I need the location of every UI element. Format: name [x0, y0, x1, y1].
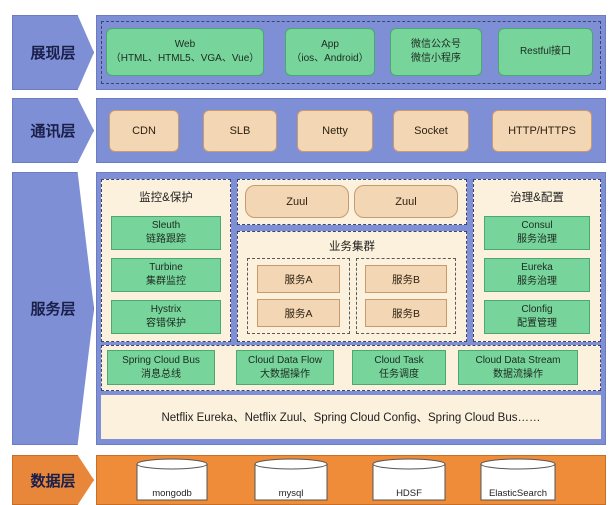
db-label-hdsf: HDSF	[396, 488, 422, 499]
db-label-mysql: mysql	[279, 488, 304, 499]
monitor-section: 监控&保护 Sleuth 链路跟踪 Turbine 集群监控 Hystrix 容…	[101, 179, 231, 342]
http-box: HTTP/HTTPS	[492, 110, 592, 152]
hystrix-title: Hystrix	[150, 304, 182, 315]
consul-box: Consul 服务治理	[484, 216, 590, 250]
layer-label-text: 通讯层	[30, 123, 76, 140]
data-panel: mongodb mysql HDSF ElasticSearch	[96, 455, 606, 505]
cloud-data-stream-title: Cloud Data Stream	[475, 354, 561, 366]
cloud-bus-title: Spring Cloud Bus	[122, 354, 200, 366]
service-label: 服务A	[284, 273, 313, 286]
hystrix-box: Hystrix 容错保护	[111, 300, 221, 334]
netty-label: Netty	[322, 125, 348, 137]
cdn-box: CDN	[109, 110, 179, 152]
wechat-subtitle: 微信小程序	[411, 53, 461, 64]
cloud-task-title: Cloud Task	[374, 354, 424, 366]
layer-label-text: 服务层	[30, 301, 76, 318]
zuul-box-2: Zuul	[354, 185, 458, 218]
cloud-data-flow-subtitle: 大数据操作	[260, 368, 310, 380]
wechat-box: 微信公众号 微信小程序	[390, 28, 482, 76]
data-stores-svg: mongodb mysql HDSF ElasticSearch	[136, 458, 556, 501]
cloud-data-flow-box: Cloud Data Flow 大数据操作	[236, 350, 334, 385]
eureka-title: Eureka	[521, 262, 553, 273]
app-subtitle: （ios、Android）	[291, 53, 369, 64]
service-a-group: 服务A 服务A	[247, 258, 350, 334]
config-title: Clonfig	[521, 304, 553, 315]
service-panel: 监控&保护 Sleuth 链路跟踪 Turbine 集群监控 Hystrix 容…	[96, 172, 606, 445]
web-box: Web （HTML、HTML5、VGA、Vue）	[106, 28, 264, 76]
consul-title: Consul	[521, 220, 553, 231]
cloud-bus-subtitle: 消息总线	[141, 368, 181, 380]
db-cylinder-mysql: mysql	[254, 458, 328, 501]
layer-label-data: 数据层	[12, 455, 94, 505]
zuul-label: Zuul	[286, 195, 308, 208]
slb-box: SLB	[203, 110, 277, 152]
service-label: 服务B	[391, 273, 420, 286]
turbine-subtitle: 集群监控	[146, 276, 186, 287]
cluster-section: 业务集群 服务A 服务A 服务B 服务B	[237, 231, 467, 342]
turbine-box: Turbine 集群监控	[111, 258, 221, 292]
restful-title: Restful接口	[519, 46, 572, 57]
layer-label-service: 服务层	[12, 172, 94, 445]
presentation-panel: Web （HTML、HTML5、VGA、Vue） App （ios、Androi…	[96, 15, 606, 90]
gateway-section: Zuul Zuul	[237, 179, 467, 225]
layer-label-presentation: 展现层	[12, 15, 94, 90]
app-box: App （ios、Android）	[285, 28, 375, 76]
sleuth-subtitle: 链路跟踪	[146, 234, 186, 245]
socket-label: Socket	[414, 125, 448, 137]
service-b-box-1: 服务B	[365, 265, 447, 293]
monitor-title: 监控&保护	[139, 192, 193, 204]
zuul-label: Zuul	[395, 195, 417, 208]
db-label-mongodb: mongodb	[152, 488, 192, 499]
cloud-bus-box: Spring Cloud Bus 消息总线	[107, 350, 215, 385]
cloud-task-box: Cloud Task 任务调度	[352, 350, 446, 385]
app-title: App	[321, 39, 339, 50]
service-footer-text: Netflix Eureka、Netflix Zuul、Spring Cloud…	[161, 412, 541, 424]
cloud-data-stream-box: Cloud Data Stream 数据流操作	[458, 350, 578, 385]
db-cylinder-elasticsearch: ElasticSearch	[480, 458, 556, 501]
zuul-box-1: Zuul	[245, 185, 349, 218]
presentation-dashed-area: Web （HTML、HTML5、VGA、Vue） App （ios、Androi…	[101, 21, 601, 84]
consul-subtitle: 服务治理	[517, 234, 557, 245]
cloud-section: Spring Cloud Bus 消息总线 Cloud Data Flow 大数…	[101, 345, 601, 391]
service-b-box-2: 服务B	[365, 299, 447, 327]
eureka-box: Eureka 服务治理	[484, 258, 590, 292]
db-label-elasticsearch: ElasticSearch	[489, 488, 547, 499]
hystrix-subtitle: 容错保护	[146, 318, 186, 329]
service-a-box-1: 服务A	[257, 265, 340, 293]
cloud-data-flow-title: Cloud Data Flow	[248, 354, 322, 366]
http-label: HTTP/HTTPS	[508, 125, 576, 137]
cloud-data-stream-subtitle: 数据流操作	[493, 368, 543, 380]
layer-label-text: 展现层	[30, 45, 76, 62]
web-subtitle: （HTML、HTML5、VGA、Vue）	[110, 53, 260, 64]
service-a-box-2: 服务A	[257, 299, 340, 327]
governance-title: 治理&配置	[510, 192, 564, 204]
communication-panel: CDN SLB Netty Socket HTTP/HTTPS	[96, 98, 606, 163]
netty-box: Netty	[297, 110, 373, 152]
service-label: 服务A	[284, 307, 313, 320]
config-subtitle: 配置管理	[517, 318, 557, 329]
service-footer: Netflix Eureka、Netflix Zuul、Spring Cloud…	[101, 395, 601, 439]
turbine-title: Turbine	[149, 262, 183, 273]
layer-label-communication: 通讯层	[12, 98, 94, 163]
sleuth-title: Sleuth	[151, 220, 181, 231]
layer-label-text: 数据层	[30, 472, 76, 490]
governance-section: 治理&配置 Consul 服务治理 Eureka 服务治理 Clonfig 配置…	[473, 179, 601, 342]
config-box: Clonfig 配置管理	[484, 300, 590, 334]
sleuth-box: Sleuth 链路跟踪	[111, 216, 221, 250]
db-cylinder-mongodb: mongodb	[136, 458, 208, 501]
cloud-task-subtitle: 任务调度	[379, 368, 419, 380]
db-cylinder-hdsf: HDSF	[372, 458, 446, 501]
wechat-title: 微信公众号	[411, 39, 461, 50]
slb-label: SLB	[229, 125, 251, 137]
cdn-label: CDN	[132, 125, 156, 137]
socket-box: Socket	[393, 110, 469, 152]
service-label: 服务B	[391, 307, 420, 320]
service-b-group: 服务B 服务B	[356, 258, 456, 334]
cluster-title: 业务集群	[329, 241, 375, 253]
eureka-subtitle: 服务治理	[517, 276, 557, 287]
restful-box: Restful接口	[498, 28, 593, 76]
web-title: Web	[174, 39, 196, 50]
